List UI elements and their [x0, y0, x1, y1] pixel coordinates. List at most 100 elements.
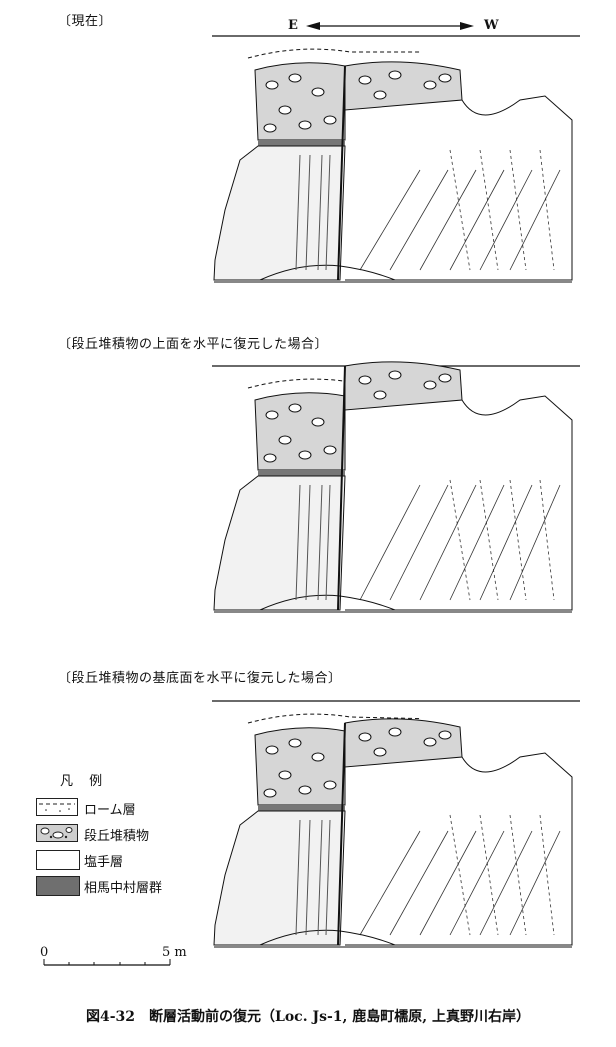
- streak-line: [325, 154, 331, 271]
- pebble: [358, 75, 372, 85]
- terrace-gravel-left: [254, 727, 346, 806]
- pebble: [263, 123, 277, 133]
- bedding-line: [449, 484, 505, 601]
- right-slope: [345, 95, 573, 281]
- pebble: [373, 747, 387, 757]
- terrace-gravel-right: [344, 61, 463, 111]
- pebble: [263, 788, 277, 798]
- scale-start-label: 0: [40, 945, 49, 960]
- streak-line: [325, 819, 331, 936]
- bedding-line: [479, 169, 533, 271]
- pebble: [373, 90, 387, 100]
- legend-label-loam: ローム層: [84, 803, 136, 818]
- pebble: [423, 80, 437, 90]
- shiote-left-block: [213, 475, 346, 611]
- cross-section-svg: [212, 35, 580, 283]
- streak-line: [305, 154, 311, 271]
- streak-line: [295, 154, 301, 271]
- bedding-line: [359, 830, 421, 936]
- pebble: [265, 410, 279, 420]
- joint-line: [479, 814, 499, 936]
- gravel-pattern-icon: [36, 824, 78, 842]
- pebble: [358, 732, 372, 742]
- joint-line: [479, 149, 499, 271]
- streak-line: [317, 819, 323, 936]
- loam-pattern-icon: [36, 798, 78, 816]
- pebble: [323, 780, 337, 790]
- pebble: [388, 70, 402, 80]
- bedding-line: [389, 484, 449, 601]
- bedding-line: [359, 169, 421, 271]
- pebble: [298, 785, 312, 795]
- scale-end-label: 5 m: [162, 945, 187, 960]
- pebble: [263, 453, 277, 463]
- pebble: [438, 373, 452, 383]
- pebble: [438, 730, 452, 740]
- panel-3-label: 〔段丘堆積物の基底面を水平に復元した場合〕: [58, 671, 342, 686]
- pebble: [423, 737, 437, 747]
- terrace-gravel-right: [344, 718, 463, 768]
- joint-line: [509, 814, 527, 936]
- streak-line: [305, 819, 311, 936]
- cross-section-svg: [212, 361, 580, 613]
- section-drawing: [212, 700, 580, 948]
- pebble: [278, 770, 292, 780]
- streak-line: [317, 154, 323, 271]
- bedding-line: [509, 830, 561, 936]
- bedding-line: [509, 484, 561, 601]
- pebble: [278, 435, 292, 445]
- legend-title: 凡 例: [60, 774, 109, 789]
- joint-line: [539, 479, 555, 601]
- pebble: [423, 380, 437, 390]
- pebble: [323, 115, 337, 125]
- fault-line: [337, 365, 346, 611]
- panel-1-label: 〔現在〕: [58, 14, 113, 29]
- streak-line: [295, 484, 301, 601]
- pebble: [278, 105, 292, 115]
- cross-section-present: [0, 30, 616, 295]
- bedding-line: [449, 830, 505, 936]
- direction-arrow-icon: [306, 22, 474, 30]
- base-mound: [259, 594, 396, 611]
- shiote-left-block: [213, 810, 346, 946]
- scale-bar: 0 5 m: [40, 945, 200, 975]
- section-drawing: [212, 361, 580, 613]
- dark-pattern-icon: [36, 876, 80, 896]
- pebble: [373, 390, 387, 400]
- pebble: [311, 87, 325, 97]
- bedding-line: [419, 169, 477, 271]
- pebble: [265, 745, 279, 755]
- panel-2-label: 〔段丘堆積物の上面を水平に復元した場合〕: [58, 337, 329, 352]
- streak-line: [305, 484, 311, 601]
- pebble: [358, 375, 372, 385]
- blank-pattern-icon: [36, 850, 80, 870]
- pebble: [288, 73, 302, 83]
- bedding-line: [479, 484, 533, 601]
- legend-label-gravel: 段丘堆積物: [84, 829, 150, 844]
- streak-line: [295, 819, 301, 936]
- fault-line: [337, 722, 346, 946]
- joint-line: [539, 149, 555, 271]
- joint-line: [449, 814, 471, 936]
- pebble: [298, 120, 312, 130]
- soma-band: [258, 140, 345, 146]
- pebble: [388, 370, 402, 380]
- pebble: [311, 752, 325, 762]
- figure-caption: 図4-32 断層活動前の復元（Loc. Js-1, 鹿島町檽原, 上真野川右岸）: [85, 1009, 531, 1025]
- pebble: [311, 417, 325, 427]
- joint-line: [509, 479, 527, 601]
- streak-line: [325, 484, 331, 601]
- section-drawing: [212, 35, 580, 283]
- terrace-gravel-left: [254, 392, 346, 471]
- scale-bar-icon: [43, 959, 171, 966]
- pebble: [265, 80, 279, 90]
- pebble: [288, 403, 302, 413]
- pebble: [298, 450, 312, 460]
- joint-line: [509, 149, 527, 271]
- right-slope: [345, 395, 573, 611]
- pebble: [438, 73, 452, 83]
- terrace-gravel-right: [344, 361, 463, 411]
- base-mound: [259, 264, 396, 281]
- direction-indicator: E W: [270, 18, 510, 40]
- legend-label-shiote: 塩手層: [84, 855, 124, 870]
